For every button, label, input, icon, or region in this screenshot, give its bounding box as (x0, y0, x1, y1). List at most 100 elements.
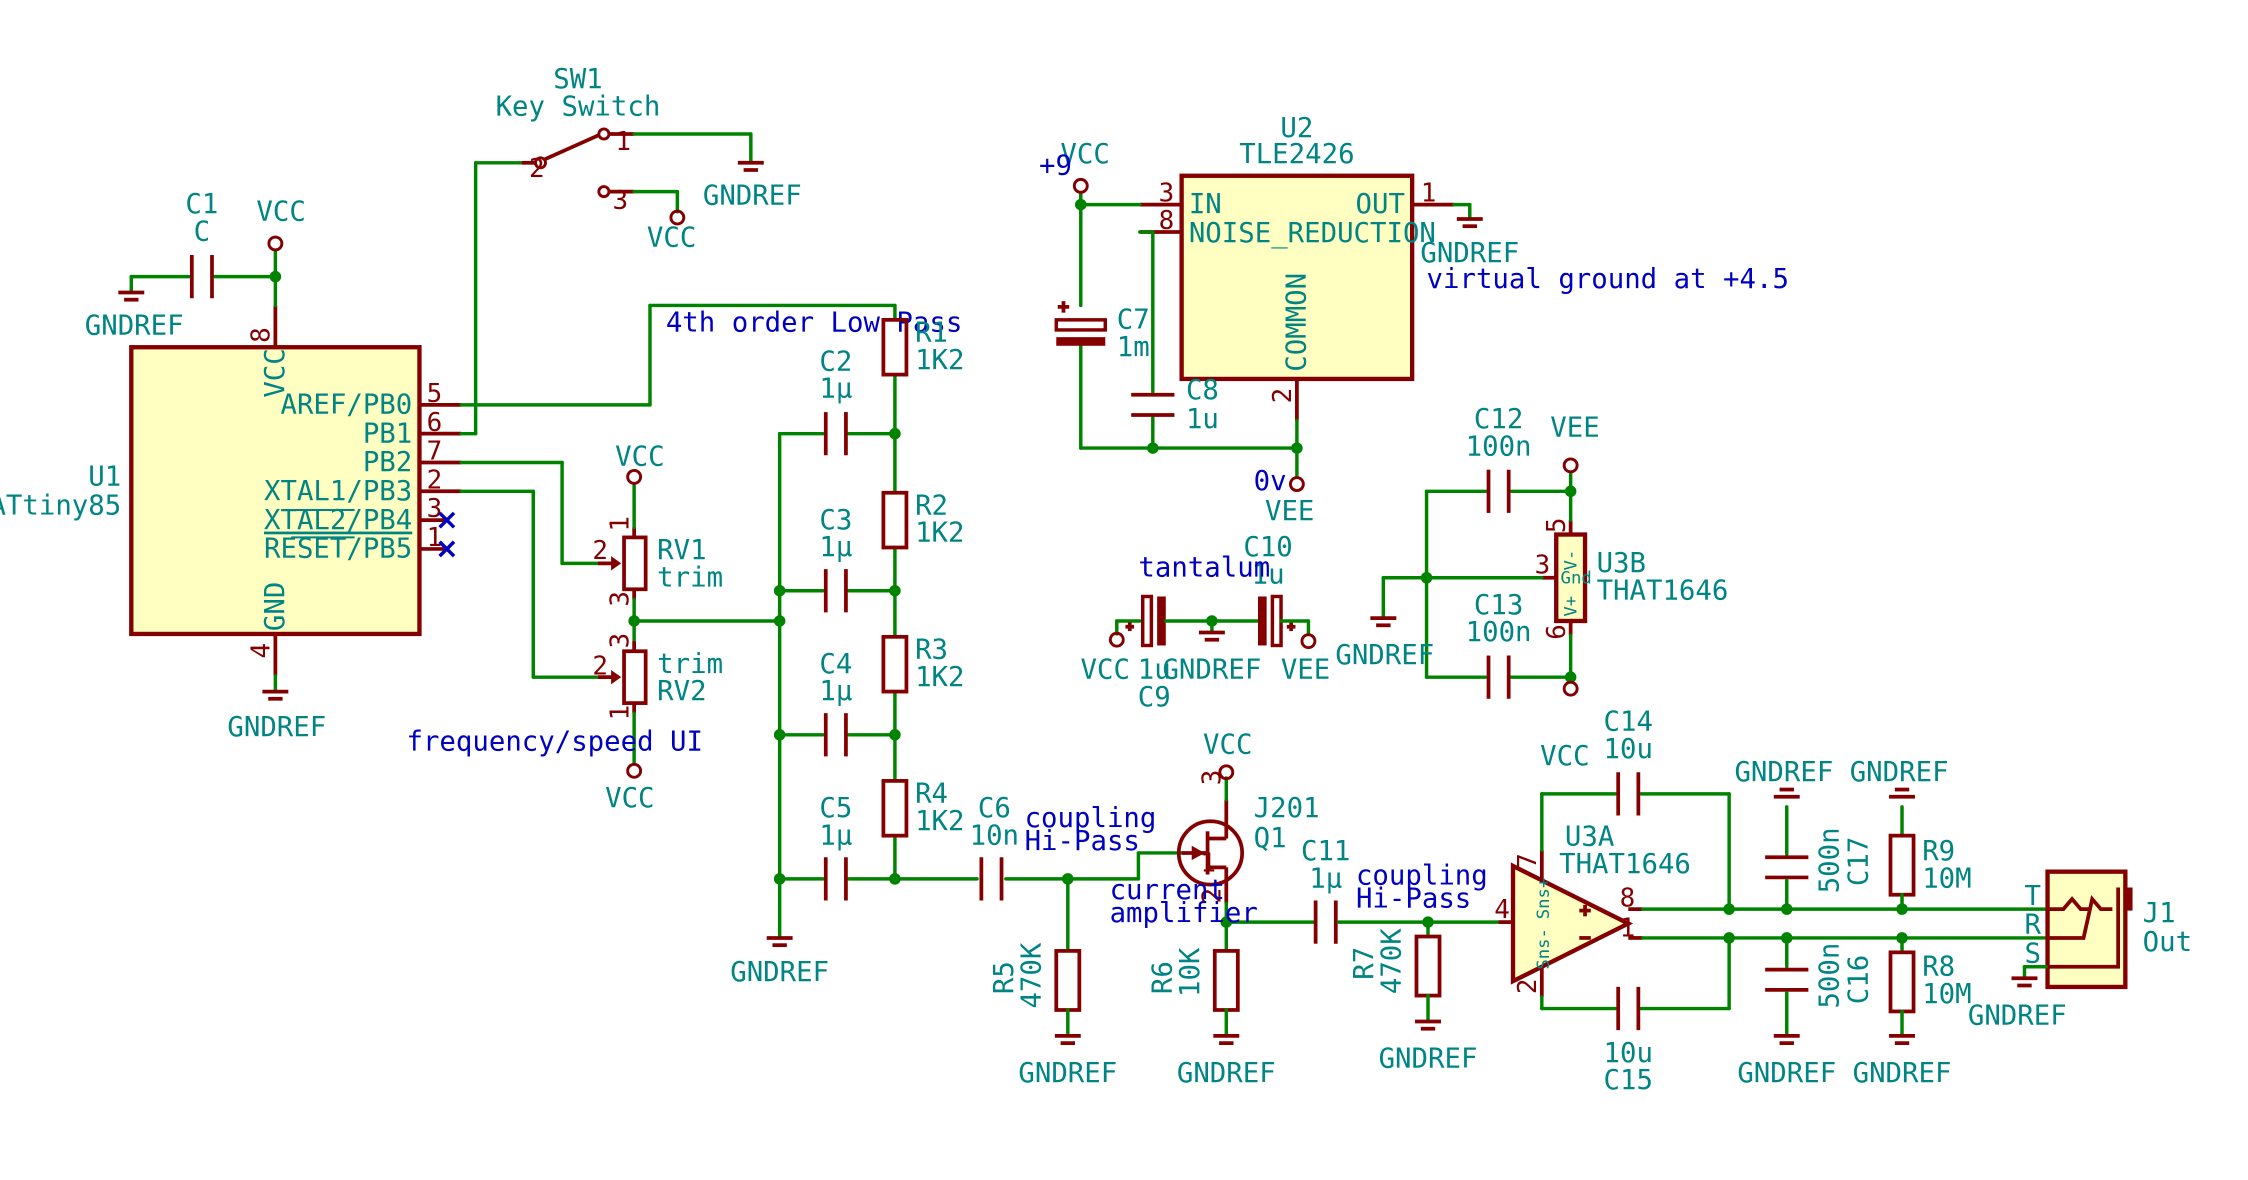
u3a-pin2-num: 2 (1513, 979, 1543, 995)
u1-ref: U1 (88, 462, 121, 493)
u3b-value: THAT1646 (1597, 575, 1729, 606)
c12-value: 100n (1466, 431, 1532, 462)
u2-pin3-num: 3 (1159, 179, 1175, 209)
u1-value: ATtiny85 (0, 490, 121, 521)
r1-ref: R1 (915, 317, 948, 348)
u1-pin-name-pb1: PB1 (363, 418, 412, 449)
vee-label-c10: VEE (1281, 655, 1330, 686)
c14-ref: C14 (1604, 706, 1653, 737)
note-virtual-ground: virtual ground at +4.5 (1427, 264, 1789, 295)
u1-pin5-num: 5 (427, 379, 443, 409)
vcc-symbol-u3b: VCC (1540, 680, 1590, 772)
u3b-power: V- Gnd V+ 5 3 6 U3B THAT1646 (1535, 517, 1729, 639)
j1-pin-t: T (2024, 881, 2040, 912)
vcc-symbol-rv2: VCC (605, 762, 655, 814)
rv2-ref: RV2 (657, 676, 706, 707)
j1-pin-r: R (2024, 910, 2041, 941)
c5-value: 1µ (819, 820, 852, 851)
r9-ref: R9 (1922, 836, 1955, 867)
c1-capacitor: C1 C (129, 189, 282, 308)
gndref-symbol-c16: GNDREF (1737, 1034, 1836, 1089)
c5-ref: C5 (819, 793, 852, 824)
u1-pin-name-pb3: XTAL1/PB3 (264, 476, 412, 507)
gndref-label-c9: GNDREF (1162, 655, 1261, 686)
r5-value: 470K (1016, 942, 1047, 1008)
note-coupling1: coupling (1025, 803, 1157, 834)
c12-capacitor: C12 100n (1466, 404, 1532, 513)
u2-pin-nr: NOISE_REDUCTION (1189, 218, 1436, 249)
u3a-pin8-num: 8 (1620, 883, 1636, 913)
rv1-pin2-num: 2 (592, 536, 608, 566)
r3-ref: R3 (915, 634, 948, 665)
q1-pin2-num: 2 (1198, 888, 1228, 904)
u1-pin3-num: 3 (427, 494, 443, 524)
r6-value: 10K (1175, 947, 1206, 997)
vcc-symbol-c9: VCC (1081, 631, 1130, 686)
c13-ref: C13 (1474, 590, 1523, 621)
r2-ref: R2 (915, 490, 948, 521)
r8-value: 10M (1922, 979, 1971, 1010)
sw1-pin2-num: 2 (529, 154, 545, 184)
u3a-value: THAT1646 (1559, 849, 1691, 880)
c16-capacitor: 500n C16 (1765, 936, 1874, 1037)
u3b-wiring (1381, 470, 1577, 684)
gndref-label-c1: GNDREF (85, 310, 184, 341)
r4-ref: R4 (915, 779, 948, 810)
c15-ref: C15 (1604, 1065, 1653, 1096)
u3a-pin1-num: 1 (1620, 914, 1636, 944)
u3a-pin4-num: 4 (1494, 895, 1510, 925)
gndref-label-c17: GNDREF (1734, 757, 1833, 788)
c8-capacitor: C8 1u (1131, 375, 1219, 435)
r2-value: 1K2 (915, 518, 964, 549)
vcc-label-c9: VCC (1081, 655, 1130, 686)
c14-capacitor: C14 10u (1604, 706, 1653, 816)
c16-value: 500n (1815, 943, 1846, 1009)
gndref-label-u1: GNDREF (227, 712, 326, 743)
u1-pin6-num: 6 (427, 408, 443, 438)
c11-ref: C11 (1301, 836, 1350, 867)
gndref-symbol-c17: GNDREF (1734, 757, 1833, 799)
sw1-key-switch: 2 1 3 SW1 Key Switch (459, 64, 753, 436)
note-hipass1: Hi-Pass (1025, 826, 1140, 857)
note-plus9: +9 (1039, 150, 1072, 181)
c11-capacitor: C11 1µ (1301, 836, 1501, 944)
c1-value: C (194, 217, 210, 248)
r4-resistor: R4 1K2 (881, 779, 965, 838)
u1-pin1-num: 1 (427, 523, 443, 553)
rv1-pin1-num: 1 (605, 516, 635, 532)
c3-capacitor: C3 1µ (819, 505, 852, 613)
sw1-pin1-num: 1 (615, 127, 631, 157)
gndref-label-u2: GNDREF (1420, 238, 1519, 269)
gndref-label-u3b: GNDREF (1335, 640, 1434, 671)
gndref-symbol-r8: GNDREF (1853, 1034, 1951, 1089)
gndref-label-j1: GNDREF (1968, 1000, 2067, 1031)
c12-ref: C12 (1474, 404, 1523, 435)
lowpass-wiring (459, 303, 979, 939)
u3a-output-wiring (1540, 792, 2048, 1011)
c2-ref: C2 (819, 346, 852, 377)
rv2-value: trim (657, 649, 723, 680)
vee-symbol-u2: VEE (1265, 476, 1314, 527)
c6-value: 10n (970, 820, 1019, 851)
note-amplifier: amplifier (1110, 898, 1258, 929)
r5-resistor: R5 470K (989, 877, 1082, 1037)
c17-capacitor: 500n C17 (1765, 805, 1874, 911)
u3a-pin7-num: 7 (1513, 853, 1543, 869)
c5-capacitor: C5 1µ (819, 793, 852, 901)
gndref-label-c16: GNDREF (1737, 1058, 1836, 1089)
sw1-value: Key Switch (496, 91, 661, 122)
sw1-ref: SW1 (553, 64, 602, 95)
u2-ref: U2 (1280, 113, 1313, 144)
q1-ref: Q1 (1254, 823, 1287, 854)
gndref-symbol-r7: GNDREF (1379, 1019, 1477, 1075)
vee-symbol-u3b: VEE (1550, 413, 1600, 474)
r3-resistor: R3 1K2 (881, 634, 965, 694)
u1-pin7-num: 7 (427, 437, 443, 467)
u2-pin8-num: 8 (1159, 206, 1175, 236)
c4-value: 1µ (819, 676, 852, 707)
c10-value: 1u (1252, 560, 1285, 591)
u2-pin-common: COMMON (1282, 273, 1313, 372)
c17-value: 500n (1815, 827, 1846, 893)
c13-value: 100n (1466, 617, 1532, 648)
u1-pin-name-pb0: AREF/PB0 (280, 390, 412, 421)
